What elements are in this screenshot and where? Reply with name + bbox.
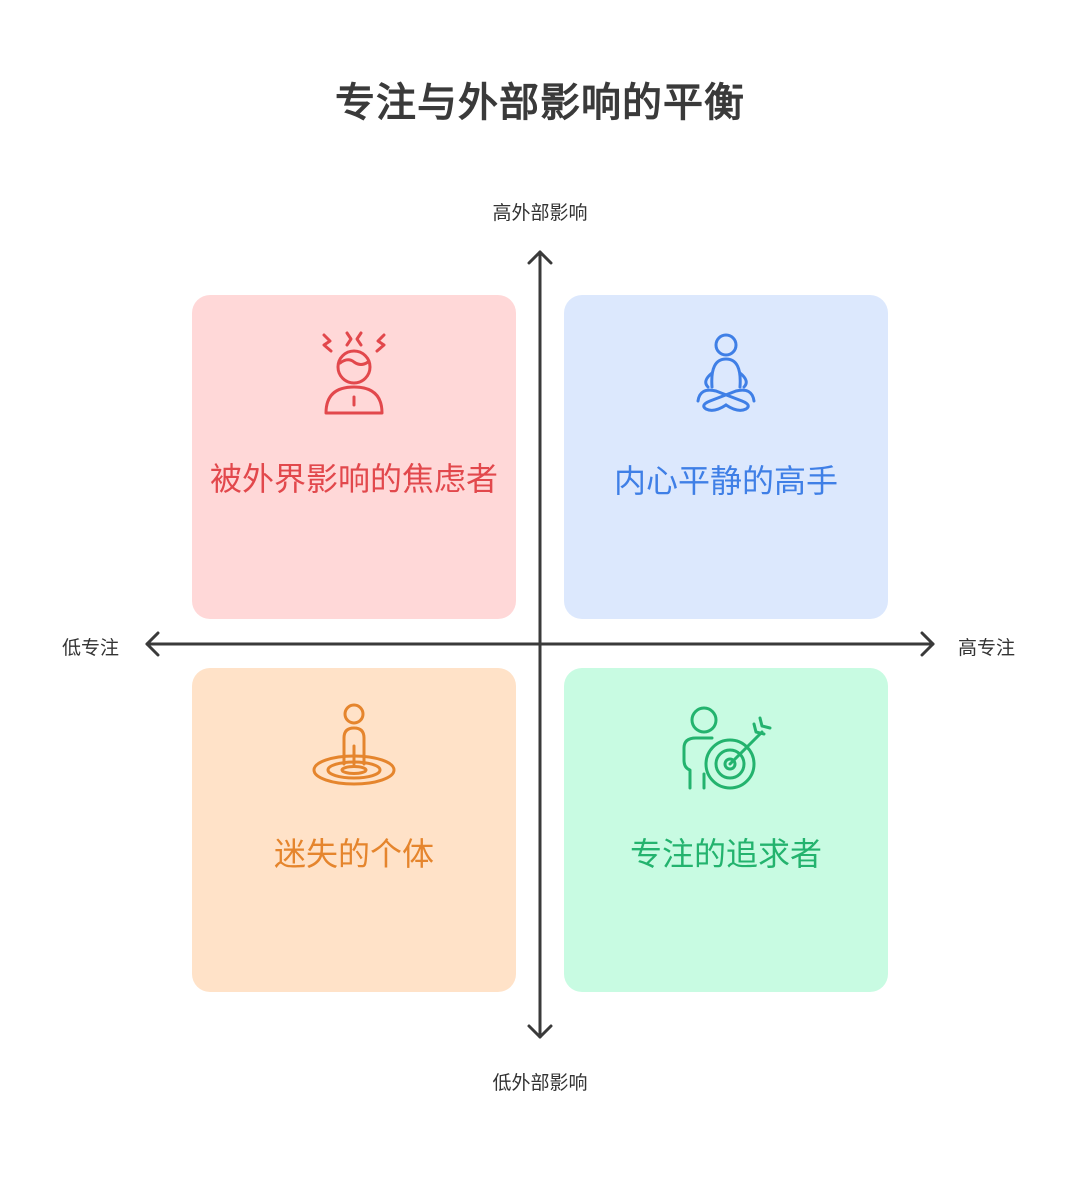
quadrant-label-focused-seeker: 专注的追求者: [629, 835, 822, 873]
arrow-up-icon: [527, 250, 553, 265]
meditating-person-icon: [696, 333, 756, 412]
axis-label-top: 高外部影响: [492, 202, 588, 224]
arrow-left-icon: [145, 631, 160, 657]
quadrant-label-calm-master: 内心平静的高手: [613, 462, 838, 500]
quadrant-low-influence-high-focus: 专注的追求者: [564, 668, 888, 992]
axis-label-bottom: 低外部影响: [492, 1072, 588, 1094]
quadrant-high-influence-low-focus: 被外界影响的焦虑者: [192, 295, 516, 619]
quadrant-low-influence-low-focus: 迷失的个体: [192, 668, 516, 992]
axis-label-left: 低专注: [62, 637, 120, 659]
quadrant-label-anxious: 被外界影响的焦虑者: [209, 460, 498, 498]
diagram-title: 专注与外部影响的平衡: [335, 80, 745, 126]
arrow-down-icon: [527, 1024, 553, 1039]
axis-label-right: 高专注: [958, 637, 1016, 659]
anxious-person-icon: [322, 331, 386, 415]
person-with-target-icon: [682, 706, 772, 790]
quadrant-label-lost: 迷失的个体: [273, 835, 434, 873]
arrow-right-icon: [920, 631, 935, 657]
person-in-vortex-icon: [312, 703, 396, 786]
quadrant-high-influence-high-focus: 内心平静的高手: [564, 295, 888, 619]
